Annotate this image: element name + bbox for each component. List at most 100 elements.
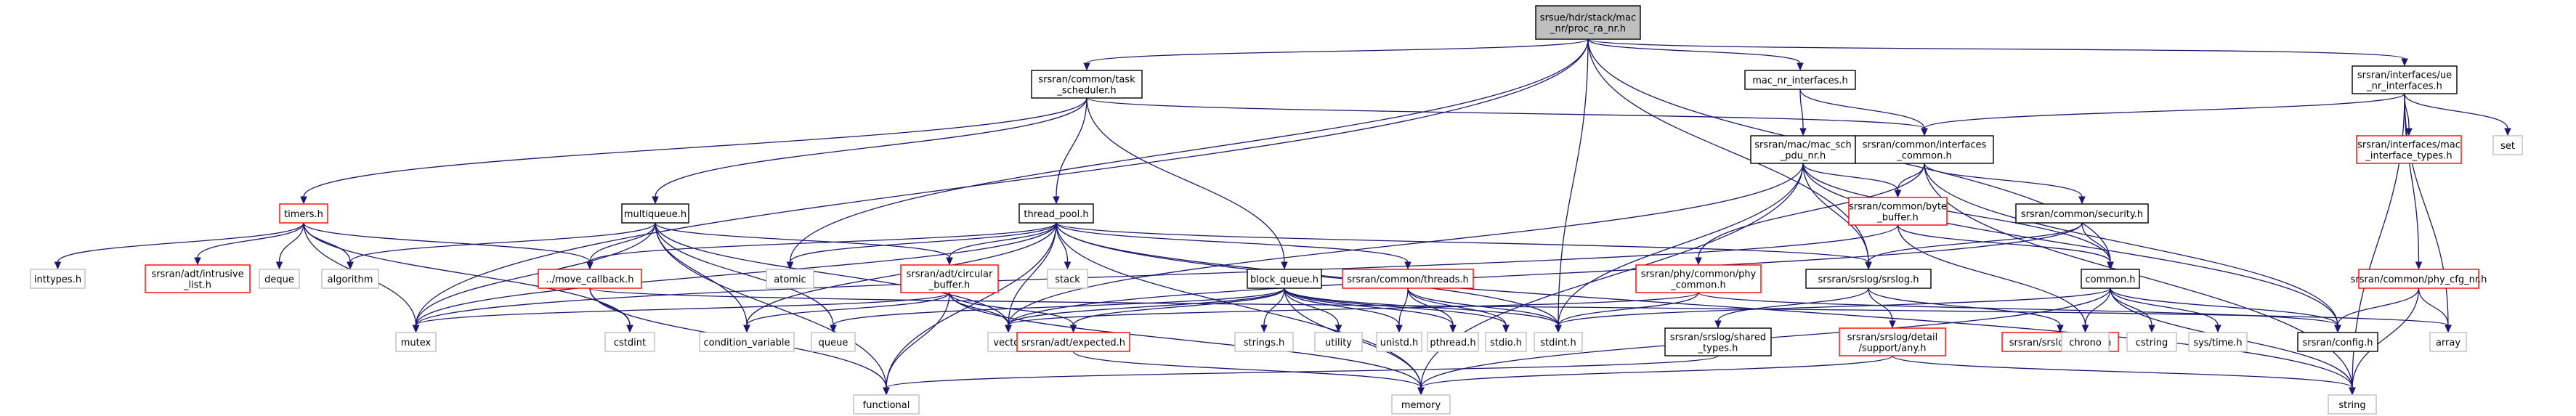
node-box [1485,332,1527,352]
edge-common-to-stdint [1555,287,2111,333]
node-intrusive-list[interactable]: srsran/adt/intrusive_list.h [145,264,251,293]
node-interfaces-common[interactable]: srsran/common/interfaces_common.h [1855,135,1994,164]
node-support-any[interactable]: srsran/srslog/detail/support/any.h [1839,327,1946,356]
edge-interfaces_common-to-config [1924,163,2341,333]
node-label: timers.h [284,209,323,220]
node-label: _nr/proc_ra_nr.h [1550,24,1626,35]
node-label: sys/time.h [2193,338,2242,348]
node-label: srsran/common/task [1038,75,1135,86]
node-label: stdio.h [1490,338,1522,348]
node-label: pthread.h [1430,338,1475,348]
node-label: array [2436,338,2460,348]
node-config[interactable]: srsran/config.h [2297,332,2378,352]
node-box [1234,332,1294,352]
node-label: srsran/srslog/shared [1670,333,1766,343]
node-box [1664,327,1772,356]
node-phy-cfg-nr[interactable]: srsran/common/phy_cfg_nr.h [2351,269,2487,289]
node-shared-types[interactable]: srsran/srslog/shared_types.h [1664,327,1772,356]
node-algorithm: algorithm [321,269,379,289]
node-label: cstring [2136,338,2168,348]
edge-interfaces_common-to-phy_common [1695,163,1925,266]
node-move-callback[interactable]: ../move_callback.h [538,269,642,289]
node-task-scheduler[interactable]: srsran/common/task_scheduler.h [1031,70,1143,99]
node-security[interactable]: srsran/common/security.h [2015,203,2149,224]
node-root[interactable]: srsue/hdr/stack/mac_nr/proc_ra_nr.h [1535,5,1641,40]
edge-ue_nr_interfaces-to-set [2404,93,2511,136]
node-box [259,269,300,289]
node-box [2061,332,2110,352]
edge-common-to-config [2110,287,2341,333]
node-label: /support/any.h [1858,343,1926,354]
node-box [1016,332,1130,352]
node-threads[interactable]: srsran/common/threads.h [1342,269,1474,289]
node-label: memory [1401,400,1441,411]
node-box [604,332,655,352]
node-label: inttypes.h [34,274,81,285]
edge-shared_types-to-functional [883,355,1719,396]
node-mac-sch-pdu-nr[interactable]: srsran/mac/mac_sch_pdu_nr.h [1750,135,1856,164]
node-multiqueue[interactable]: multiqueue.h [621,203,689,224]
node-label: _buffer.h [1876,213,1918,224]
node-srslog[interactable]: srsran/srslog/srslog.h [1805,269,1932,289]
node-deque: deque [259,269,300,289]
node-label: srsran/mac/mac_sch [1754,140,1851,151]
edge-task_scheduler-to-thread_pool [1053,97,1087,205]
node-box [1031,70,1143,99]
edge-thread_pool-to-atomic [786,222,1057,270]
node-unistd: unistd.h [1376,332,1422,352]
node-expected[interactable]: srsran/adt/expected.h [1016,332,1130,352]
edge-block_queue-to-utility [1284,287,1342,333]
edge-ue_nr_interfaces-to-phy_cfg_nr [2404,93,2423,270]
node-block-queue[interactable]: block_queue.h [1247,269,1322,289]
node-label: vector [993,338,1024,348]
edge-interfaces_common-to-byte_buffer [1894,163,1925,198]
nodes-layer: srsue/hdr/stack/mac_nr/proc_ra_nr.hsrsra… [30,5,2523,415]
node-label: srsran/srslog/srslog.h [1818,274,1919,285]
node-box [1247,269,1322,289]
edge-phy_cfg_nr-to-config [2334,287,2420,333]
node-mac-nr-interfaces[interactable]: mac_nr_interfaces.h [1744,70,1856,90]
node-phy-common[interactable]: srsran/phy/common/phy_common.h [1635,264,1762,293]
node-label: _types.h [1698,343,1738,354]
node-mutex: mutex [395,332,437,352]
edge-root-to-mac_nr_interfaces [1587,38,1804,71]
edge-block_queue-to-queue [830,287,1285,333]
edge-support_any-to-memory [1417,355,1893,396]
edge-common-to-cstring [2110,287,2155,333]
node-box [1018,203,1094,224]
node-label: srsue/hdr/stack/mac [1540,13,1636,24]
node-label: set [2500,141,2515,152]
edge-block_queue-to-stdio [1284,287,1510,333]
edge-task_scheduler-to-multiqueue [652,97,1087,205]
node-box [1534,332,1583,352]
node-byte-buffer[interactable]: srsran/common/byte_buffer.h [1848,197,1948,226]
edge-timers-to-deque [275,222,304,270]
node-label: stack [1055,274,1080,285]
node-label: _nr_interfaces.h [2366,81,2442,92]
node-label: srsran/adt/expected.h [1021,338,1125,348]
node-cstring: cstring [2126,332,2177,352]
node-label: strings.h [1244,338,1284,348]
node-box [853,394,920,415]
node-label: srsran/srslog/detail [1847,333,1937,343]
edge-phy_cfg_nr-to-string [2349,287,2420,396]
node-circular-buffer[interactable]: srsran/adt/circular_buffer.h [900,264,999,293]
node-memory: memory [1391,394,1451,415]
node-timers[interactable]: timers.h [279,203,328,224]
node-ue-nr-interfaces[interactable]: srsran/interfaces/ue_nr_interfaces.h [2352,65,2458,94]
edge-srslog-to-support_any [1868,287,1896,329]
node-label: _scheduler.h [1056,86,1116,97]
node-label: srsran/common/phy_cfg_nr.h [2351,274,2487,285]
node-mac-interface-types[interactable]: srsran/interfaces/mac_interface_types.h [2356,135,2462,164]
edge-move_callback-to-cstdint [589,287,633,333]
node-box [2492,135,2523,155]
node-box [621,203,689,224]
node-thread-pool[interactable]: thread_pool.h [1018,203,1094,224]
node-label: queue [819,338,848,348]
node-label: srsran/common/security.h [2021,209,2143,220]
node-chrono: chrono [2061,332,2110,352]
node-label: algorithm [328,274,373,285]
edge-interfaces_common-to-security [1924,163,2086,205]
node-common[interactable]: common.h [2081,269,2140,289]
node-label: _interface_types.h [2365,151,2452,162]
